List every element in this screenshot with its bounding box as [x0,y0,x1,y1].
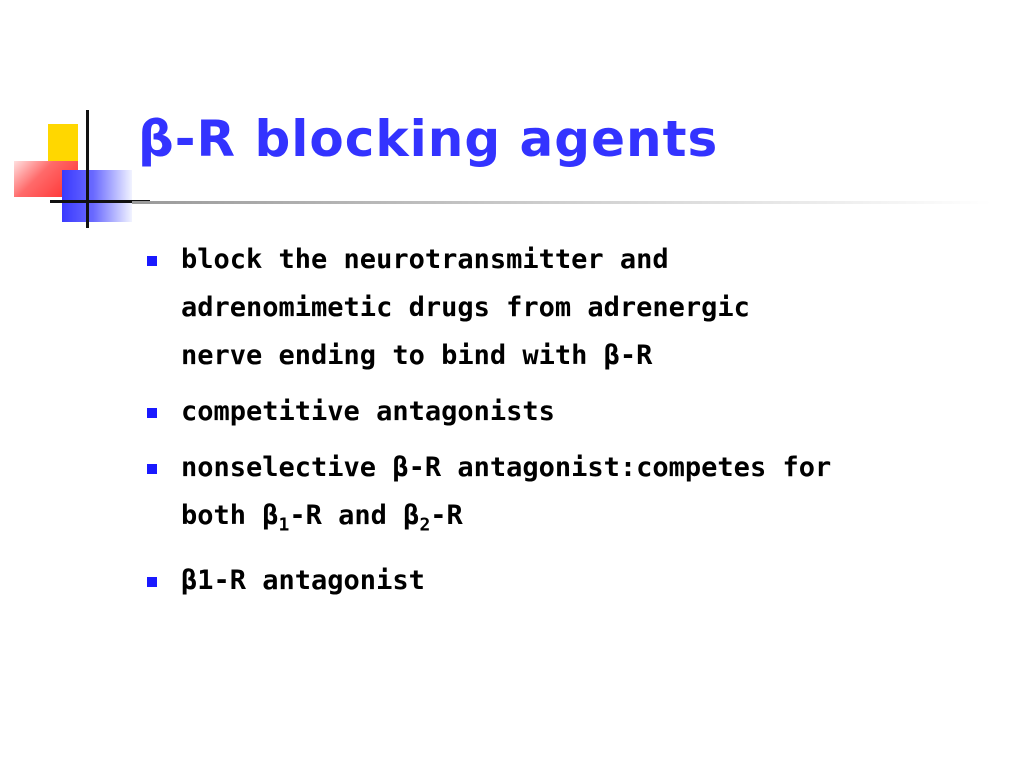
slide-title: β-R blocking agents [138,110,719,168]
bullet-line: block the neurotransmitter and [181,244,669,275]
bullet-line: β1-R antagonist [181,565,425,597]
bullet-line: nerve ending to bind with β-R [181,340,653,371]
decorative-squares-logo [0,0,160,240]
square-bullet-icon [147,464,157,474]
bullet-item: competitive antagonists [145,388,1005,436]
subscript-text: 2 [419,514,431,536]
square-bullet-icon [147,577,157,588]
horizontal-line-shape [50,200,150,203]
bullet-item: nonselective β-R antagonist:competes for… [145,444,1005,549]
bullet-text-segment: -R [430,500,463,531]
bullet-line: nonselective β-R antagonist:competes for [181,452,832,483]
blue-square-shape [62,170,132,222]
yellow-square-shape [48,124,78,164]
bullet-text-segment: -R and β [289,500,420,531]
vertical-line-shape [86,110,89,228]
square-bullet-icon [147,256,157,266]
subscript-text: 1 [278,514,290,536]
square-bullet-icon [147,408,157,418]
bullet-line: both β1-R and β2-R [181,492,1005,549]
bullet-list: block the neurotransmitter and adrenomim… [145,236,1005,613]
bullet-text-segment: both β [181,500,279,531]
title-underline [132,201,992,204]
bullet-line: competitive antagonists [181,396,555,427]
bullet-line: adrenomimetic drugs from adrenergic [181,292,750,323]
bullet-item: β1-R antagonist [145,557,1005,605]
bullet-item: block the neurotransmitter and adrenomim… [145,236,1005,380]
